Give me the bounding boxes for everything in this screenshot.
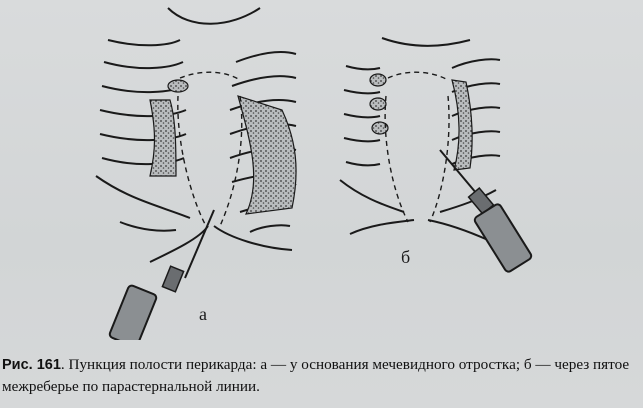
caption-text: . Пункция полости перикарда: а — у основ… bbox=[2, 356, 630, 395]
figure-a-label: а bbox=[199, 304, 207, 324]
figure-b-heart-outline bbox=[384, 71, 450, 223]
figure-number: Рис. 161 bbox=[2, 357, 61, 373]
figure-b-label: б bbox=[401, 247, 411, 267]
figure-b-syringe bbox=[439, 149, 533, 273]
pericardial-puncture-illustration: а б bbox=[95, 7, 533, 348]
illustration-drawing bbox=[95, 7, 533, 348]
figure-b-chest bbox=[339, 37, 501, 241]
figure-caption: Рис. 161. Пункция полости перикарда: а —… bbox=[2, 354, 642, 397]
figure-a-shading bbox=[149, 79, 297, 215]
figure-b-shading bbox=[369, 73, 473, 171]
figure-a-heart-outline bbox=[177, 71, 243, 227]
